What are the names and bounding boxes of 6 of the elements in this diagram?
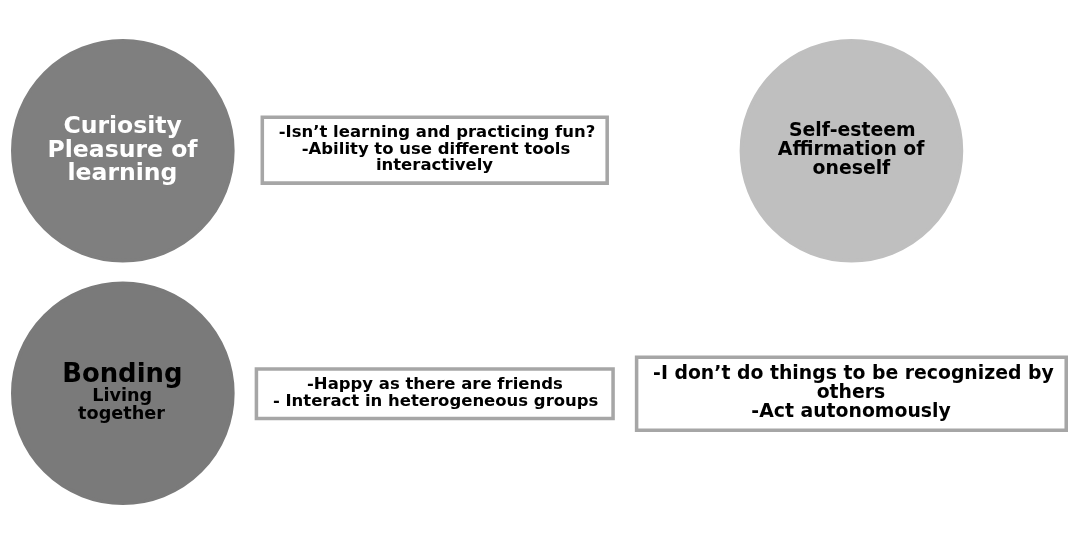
node-circle: Self-esteem Affirmation of oneself (739, 38, 964, 263)
node-circle: Bonding Living together (11, 280, 235, 505)
node-circle: Curiosity Pleasure of learning (11, 38, 235, 263)
node-box: -I don’t do things to be recognized by others -Act autonomously (634, 355, 1068, 432)
node-box: -Isn’t learning and practicing fun? -Ability to use different tools interactively (260, 114, 609, 185)
node-box: -Happy as there are friends - Interact in heterogeneous groups (254, 366, 615, 420)
